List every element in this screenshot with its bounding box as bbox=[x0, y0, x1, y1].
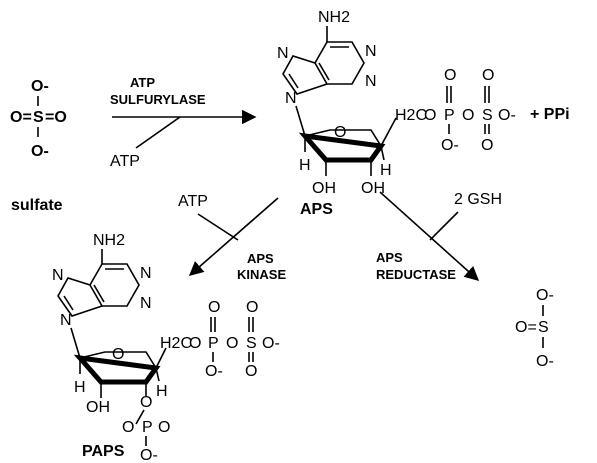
paps-3p-o-minus: O- bbox=[140, 447, 158, 463]
paps-n3: N bbox=[140, 295, 152, 312]
paps-o-2: O bbox=[226, 335, 238, 352]
aps-o-1: O bbox=[424, 107, 436, 124]
paps-h-4: H bbox=[156, 383, 168, 400]
enzyme-aps-kinase-line2: KINASE bbox=[237, 267, 286, 282]
reaction-2: ATP APS KINASE bbox=[178, 193, 286, 282]
paps-h2c: H2C bbox=[160, 335, 192, 352]
sulfite-o-top: O- bbox=[536, 287, 554, 304]
paps-structure: NH2 N N N N O H OH O O P O O- H H2C O P … bbox=[52, 232, 280, 463]
paps-n7: N bbox=[52, 267, 64, 284]
sulfate-structure: O- O= S =O O- sulfate bbox=[10, 78, 67, 214]
aps-h-4: H bbox=[380, 162, 392, 179]
aps-oh-3: OH bbox=[361, 180, 385, 197]
aps-p-o-minus: O- bbox=[441, 137, 459, 154]
paps-s-o-bottom: O bbox=[245, 363, 257, 380]
aps-n1: N bbox=[365, 43, 377, 60]
aps-o-2: O bbox=[462, 107, 474, 124]
aps-h2c: H2C bbox=[395, 107, 427, 124]
aps-h-1: H bbox=[299, 157, 311, 174]
aps-nh2: NH2 bbox=[318, 9, 350, 26]
paps-3p-p: P bbox=[142, 419, 153, 436]
aps-n7: N bbox=[277, 45, 289, 62]
aps-oh-2: OH bbox=[312, 180, 336, 197]
gsh-cosubstrate: 2 GSH bbox=[454, 191, 502, 208]
atp-input-line-1 bbox=[135, 116, 181, 149]
paps-n1: N bbox=[140, 265, 152, 282]
enzyme-aps-reductase-line2: REDUCTASE bbox=[376, 267, 456, 282]
sulfite-structure: O- O= S O- bbox=[515, 287, 554, 370]
paps-h-1: H bbox=[74, 379, 86, 396]
paps-p: P bbox=[208, 335, 219, 352]
enzyme-atp-sulfurylase-line1: ATP bbox=[130, 75, 155, 90]
sulfite-o-left: O= bbox=[515, 319, 537, 336]
aps-s-o-top: O bbox=[482, 67, 494, 84]
aps-n9: N bbox=[285, 90, 297, 107]
enzyme-aps-reductase-line1: APS bbox=[376, 250, 403, 265]
reaction-3: 2 GSH APS REDUCTASE bbox=[376, 191, 502, 282]
aps-ring-o: O bbox=[334, 124, 346, 141]
paps-s-o-top: O bbox=[246, 299, 258, 316]
arrow-aps-kinase bbox=[188, 197, 279, 276]
aps-n3: N bbox=[365, 73, 377, 90]
sulfate-s: S bbox=[33, 109, 44, 126]
paps-3p-o-left: O bbox=[122, 419, 134, 436]
arrow-aps-reductase bbox=[379, 191, 480, 281]
aps-s: S bbox=[482, 107, 493, 124]
paps-nh2: NH2 bbox=[93, 232, 125, 249]
sulfate-o-right: =O bbox=[45, 109, 67, 126]
enzyme-atp-sulfurylase-line2: SULFURYLASE bbox=[110, 92, 206, 107]
atp-input-line-2 bbox=[197, 213, 239, 241]
sulfate-o-left: O= bbox=[10, 109, 32, 126]
aps-pyrimidine-ring bbox=[314, 41, 365, 85]
paps-pyrimidine-ring bbox=[89, 263, 140, 307]
atp-cosubstrate-2: ATP bbox=[178, 193, 208, 210]
paps-p-o-top: O bbox=[208, 299, 220, 316]
paps-s: S bbox=[246, 335, 257, 352]
paps-p-o-minus: O- bbox=[205, 363, 223, 380]
paps-ribose-bold bbox=[73, 354, 161, 385]
paps-n9: N bbox=[60, 312, 72, 329]
paps-ring-o: O bbox=[112, 346, 124, 363]
aps-p: P bbox=[444, 107, 455, 124]
sulfite-o-bottom: O- bbox=[536, 353, 554, 370]
aps-ribose-bold bbox=[298, 132, 386, 163]
sulfite-s: S bbox=[538, 319, 549, 336]
paps-o-1: O bbox=[189, 335, 201, 352]
gsh-input-line bbox=[429, 211, 459, 241]
paps-imidazole-ring bbox=[57, 277, 103, 317]
aps-o-minus-end: O- bbox=[498, 107, 516, 124]
reaction-1: ATP SULFURYLASE ATP + PPi bbox=[110, 75, 570, 170]
aps-p-o-top: O bbox=[444, 67, 456, 84]
paps-3-o: O bbox=[140, 394, 152, 411]
ppi-byproduct: + PPi bbox=[530, 106, 570, 123]
enzyme-aps-kinase-line1: APS bbox=[247, 251, 274, 266]
paps-oh-2: OH bbox=[86, 399, 110, 416]
aps-name: APS bbox=[300, 201, 333, 218]
paps-3p-o-right: O bbox=[158, 419, 170, 436]
sulfate-name: sulfate bbox=[11, 197, 63, 214]
aps-s-o-bottom: O bbox=[481, 137, 493, 154]
atp-cosubstrate-1: ATP bbox=[110, 153, 140, 170]
paps-name: PAPS bbox=[82, 443, 125, 460]
aps-structure: NH2 N N N N O H OH OH H H2C O P O S O- O… bbox=[277, 9, 516, 218]
sulfate-o-top: O- bbox=[31, 78, 49, 95]
sulfate-o-bottom: O- bbox=[31, 143, 49, 160]
paps-o-minus-end: O- bbox=[262, 335, 280, 352]
aps-imidazole-ring bbox=[282, 55, 328, 95]
